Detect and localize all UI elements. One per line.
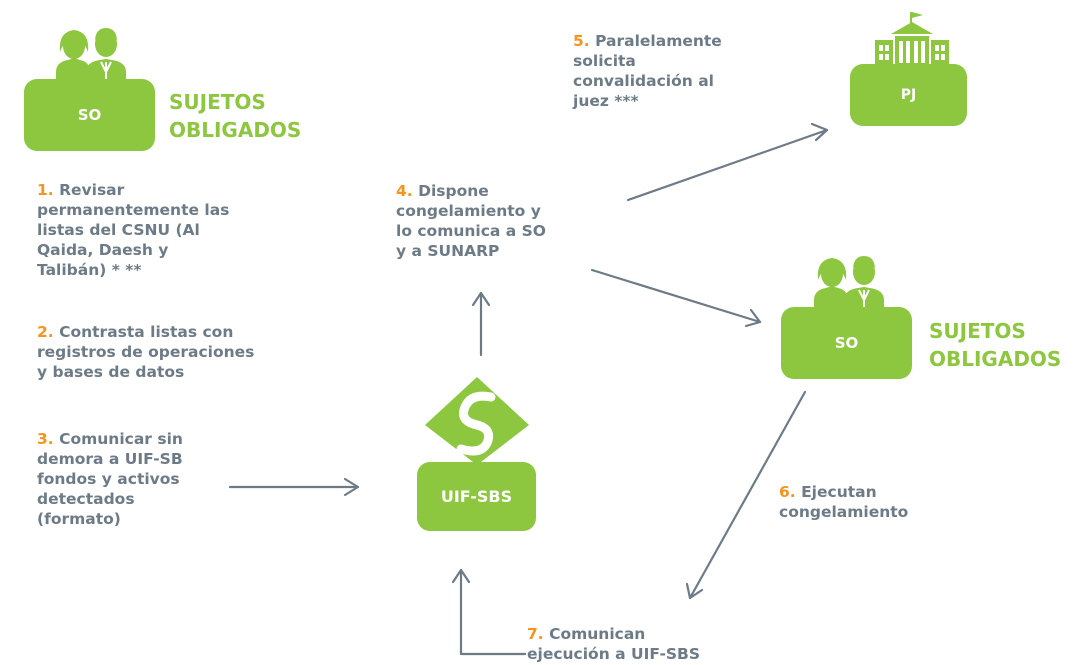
- step-4-line3: lo comunica a SO: [396, 222, 546, 240]
- so-box-top: SO: [24, 79, 155, 151]
- step-5-number: 5.: [573, 32, 590, 50]
- arrow-step4-to-pj: [626, 122, 829, 202]
- step-6-line1: Ejecutan: [801, 483, 877, 501]
- step-4-number: 4.: [396, 182, 413, 200]
- so-title-right-line2: OBLIGADOS: [929, 347, 1062, 371]
- arrow-uif-to-step4: [471, 291, 491, 357]
- step-1-line4: Qaida, Daesh y: [37, 241, 169, 259]
- step-3: 3. Comunicar sin demora a UIF-SB fondos …: [37, 429, 183, 529]
- step-5-line2: solicita: [573, 52, 636, 70]
- step-4-line2: congelamiento y: [396, 202, 541, 220]
- step-1-line5: Talibán) * **: [37, 261, 142, 279]
- step-2-line1: Contrasta listas con: [59, 323, 234, 341]
- step-2-number: 2.: [37, 323, 54, 341]
- so-box-top-label: SO: [77, 106, 102, 124]
- step-1-line3: listas del CSNU (Al: [37, 221, 200, 239]
- step-7-line2: ejecución a UIF-SBS: [527, 645, 701, 663]
- step-5-line1: Paralelamente: [595, 32, 722, 50]
- so-title-top: SUJETOS OBLIGADOS: [169, 88, 301, 144]
- arrow-step3-to-uif: [228, 477, 360, 497]
- step-7: 7. Comunican ejecución a UIF-SBS: [527, 624, 700, 664]
- uif-sbs-box-label: UIF-SBS: [440, 487, 513, 506]
- sbs-logo-icon: [425, 377, 529, 465]
- so-title-right: SUJETOS OBLIGADOS: [929, 317, 1061, 373]
- pj-box-label: PJ: [900, 87, 917, 103]
- courthouse-icon: [875, 12, 949, 66]
- step-3-number: 3.: [37, 430, 54, 448]
- step-2-line3: y bases de datos: [37, 363, 185, 381]
- step-1-line2: permanentemente las: [37, 201, 230, 219]
- step-1-number: 1.: [37, 181, 54, 199]
- step-1: 1. Revisar permanentemente las listas de…: [37, 180, 229, 280]
- pj-box: PJ: [850, 64, 967, 126]
- step-4: 4. Dispone congelamiento y lo comunica a…: [396, 181, 546, 261]
- step-7-number: 7.: [527, 625, 544, 643]
- step-6-number: 6.: [779, 483, 796, 501]
- people-icon: [56, 28, 126, 82]
- step-2: 2. Contrasta listas con registros de ope…: [37, 322, 254, 382]
- step-2-line2: registros de operaciones: [37, 343, 255, 361]
- step-6: 6. Ejecutan congelamiento: [779, 482, 908, 522]
- arrow-step7-to-uif: [451, 568, 527, 656]
- so-box-right-label: SO: [834, 334, 859, 352]
- uif-sbs-box: UIF-SBS: [417, 462, 536, 531]
- step-3-line4: detectados: [37, 490, 135, 508]
- step-7-line1: Comunican: [549, 625, 646, 643]
- step-6-line2: congelamiento: [779, 503, 909, 521]
- step-5-line4: juez ***: [573, 92, 639, 110]
- step-5-line3: convalidación al: [573, 72, 714, 90]
- arrow-step4-to-so: [590, 268, 762, 328]
- step-4-line1: Dispone: [418, 182, 489, 200]
- step-3-line1: Comunicar sin: [59, 430, 183, 448]
- so-title-right-line1: SUJETOS: [929, 319, 1026, 343]
- step-5: 5. Paralelamente solicita convalidación …: [573, 31, 722, 111]
- so-title-top-line2: OBLIGADOS: [169, 118, 302, 142]
- step-3-line2: demora a UIF-SB: [37, 450, 183, 468]
- step-3-line3: fondos y activos: [37, 470, 180, 488]
- step-3-line5: (formato): [37, 510, 121, 528]
- arrow-so-to-step7: [685, 390, 807, 600]
- so-box-right: SO: [781, 307, 912, 379]
- people-icon-right: [814, 256, 884, 310]
- so-title-top-line1: SUJETOS: [169, 90, 266, 114]
- step-1-line1: Revisar: [59, 181, 125, 199]
- step-4-line4: y a SUNARP: [396, 242, 500, 260]
